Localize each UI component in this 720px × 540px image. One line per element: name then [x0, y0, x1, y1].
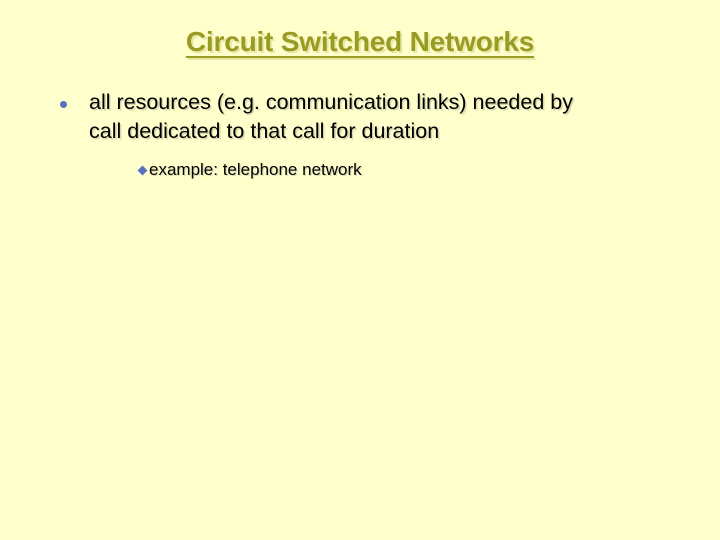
round-dot-bullet-icon	[60, 101, 67, 108]
bullet-list-level1: all resources (e.g. communication links)…	[44, 88, 644, 182]
page-title: Circuit Switched Networks	[185, 26, 535, 57]
list-item: example: telephone network	[89, 158, 644, 182]
slide-title-container: Circuit Switched Networks	[0, 26, 720, 58]
bullet-text-level2: example: telephone network	[149, 160, 362, 179]
diamond-bullet-icon	[137, 165, 148, 176]
bullet-list-level2: example: telephone network	[89, 158, 644, 182]
slide-body: all resources (e.g. communication links)…	[44, 88, 644, 182]
list-item: all resources (e.g. communication links)…	[44, 88, 644, 182]
bullet-text-level1: all resources (e.g. communication links)…	[89, 90, 573, 143]
